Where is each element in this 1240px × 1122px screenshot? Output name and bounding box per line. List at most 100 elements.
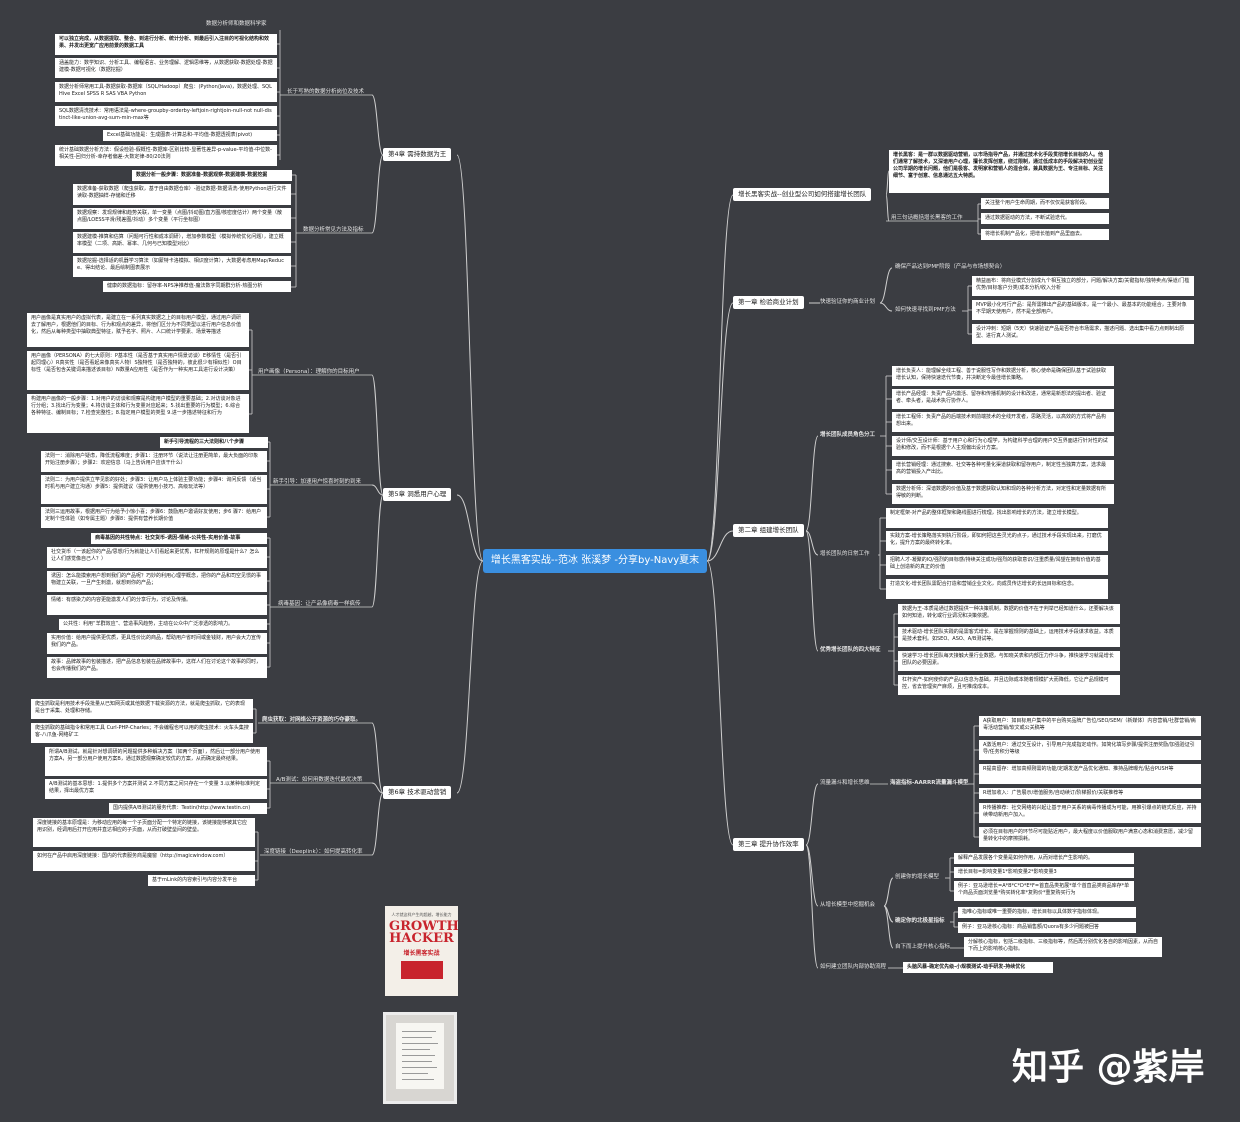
ch2-node-detail[interactable]: 快速学习-增长团队每天接触大量行业数据，与知晓关表和内部压力作斗争，推快速学习就…: [898, 651, 1120, 671]
ch3-node-detail[interactable]: 解释产品发展各个变量是如何作用，从而对增长产生影响的。: [954, 853, 1134, 864]
ch4-node[interactable]: SQL数据清洗技术：常用语法是-where-groupby-orderby-le…: [55, 106, 277, 126]
photo-line: [402, 1037, 432, 1038]
ch4-node[interactable]: Excel基础功能是：生成图表-计算总和-平均值-数据透视表(pivot): [103, 130, 277, 141]
chapter-6-node[interactable]: 第6章 技术驱动营销: [383, 786, 452, 799]
ch3-node-detail[interactable]: A获取用户：如目标用户集中的平台购买品牌广告位/SEO/SEM/（新媒体）内容营…: [979, 716, 1201, 736]
chapter-3-node[interactable]: 第三章 提升协作效率: [733, 838, 804, 851]
root-topic[interactable]: 增长黑客实战--范冰 张溪梦 -分享by-Navy夏末: [483, 549, 707, 573]
ch5-node[interactable]: 构建用户画像的一般步骤：1.对用户的访谈和观察是构建用户模型的重要基础；2.对访…: [27, 394, 249, 433]
chapter-2-node[interactable]: 第二章 组建增长团队: [733, 524, 804, 537]
ch4-node[interactable]: 统计基础数据分析方法：假设检验-假概性-数据库-区别比较-显著性差异-p-val…: [55, 145, 277, 166]
ch5-sub-label: 病毒基因：让产品像病毒一样疯传: [278, 601, 361, 607]
ch3-node-detail[interactable]: 例子：亚马逊增长=A*B*C*D*E*F=首直品类拓展*单个首直品类商品库存*单…: [954, 881, 1134, 901]
ch4-node[interactable]: 可以独立完成，从数据提取、整合、到进行分析、统计分析、到最后引入注目的可视化结构…: [55, 34, 277, 55]
ch1-node-detail[interactable]: 精益画布：将商业模式分割成九个相互独立的部分，问题/解决方案/关键指标/独特卖点…: [972, 276, 1194, 296]
ch2-sub-label: 增长团队成员角色分工: [820, 432, 876, 438]
ch2-node-detail[interactable]: 技术驱动-增长团队实践的是需客式增长，是在掌握规则的基础上，运用技术手段谋求收益…: [898, 627, 1120, 647]
ch2-sub-label: 优秀增长团队的四大特征: [820, 647, 881, 653]
intro-node[interactable]: 增长黑客实战--创业型公司如何搭建增长团队: [733, 188, 872, 201]
ch4-node[interactable]: 数据分析一般步骤：数据准备-数据观察-数据建模-数据挖掘: [132, 170, 292, 181]
ch2-node-detail[interactable]: 增长营销经理：通过搜索、社交等各种可量化渠道获取和留存用户，制定性当独算方案，选…: [892, 460, 1114, 480]
connector-curve: [706, 560, 734, 846]
photo-line: [402, 1031, 436, 1032]
ch3-sub-label: 创建你的增长模型: [895, 874, 940, 880]
ch4-node[interactable]: 数据观察：发现规律和趋势关联，单一变量（点图/抖动图/直方图/核密度估计）两个变…: [73, 208, 291, 229]
ch2-node-detail[interactable]: 招聘人才-凝聚的IQ/强烈的目标感/持续关注成功/强烈的获取意识/注重质量/渴望…: [886, 555, 1108, 575]
ch5-node[interactable]: 公共性：利用“羊群效应”、营造事风趋势，主动在公众中广泛渗透的影响力。: [59, 619, 267, 630]
ch2-node-detail[interactable]: 制定框架-对产品的整体框架和路线图进行梳理，找出影响增长的方法，建立增长模型。: [886, 508, 1108, 528]
ch1-node-detail[interactable]: MVP最小化可行产品：是所需推出产品的基础版本，是一个最小、最基本的功能组合，主…: [972, 300, 1194, 320]
intro-node-detail[interactable]: 增长黑客：是一群以数据驱动营销，以市场指导产品，并通过技术化手段贯彻增长目标的人…: [889, 150, 1109, 193]
ch6-node[interactable]: 深度链接的基本原理是：为移动应用的每一个子页面分配一个特定的链接，该链接能够被其…: [33, 818, 255, 847]
ch3-node-detail[interactable]: 头脑风暴-确定优先级-小规模测试-动手研发-持续优化: [903, 962, 1053, 973]
ch3-node-detail[interactable]: 例子：亚马逊核心指标：商品销售额/Quora有多少问题被回答: [958, 922, 1136, 933]
ch6-node[interactable]: 国内提供A/B测试的服务代表：Testin(http://www.testin.…: [109, 803, 267, 814]
ch3-sub-label: 确定你的北极星指标: [895, 918, 945, 924]
ch5-node[interactable]: 新手引导流程的三大法则和八个步骤: [160, 437, 268, 448]
ch2-node-detail[interactable]: 实践方案-增长策略落实到执行阶段，即如何把这些灵光的点子，通过技术手段实现出来，…: [886, 531, 1108, 551]
ch3-node-detail[interactable]: R传播推荐：社交网络的兴起让基于用户关系的病毒传播成为可能，用推引爆点的链式反应…: [979, 803, 1201, 823]
ch6-node[interactable]: 如何在产品中启用深度链接：国内的代表服务商是魔窗（http://magicwin…: [33, 851, 255, 871]
ch4-node[interactable]: 数据挖掘-选择适的机器学习算法（如蒙特卡洛模拟、相识度计算），大数据考虑用Map…: [73, 256, 291, 277]
ch5-node[interactable]: 用户画像（PERSONA）的七大原则：P基本性（是否基于真实用户情景访谈）E移情…: [27, 351, 249, 390]
book-page-photo: [383, 1012, 457, 1104]
ch2-node-detail[interactable]: 设计师/交互设计师：基于用户心和行为心理学，为构建科学合理的用户交互界面进行针对…: [892, 436, 1114, 456]
chapter-1-node[interactable]: 第一章 检验商业计划: [733, 296, 804, 309]
photo-line: [402, 1067, 437, 1068]
intro-node-detail[interactable]: 关注整个用户生命周期，而不仅仅是获客阶段。: [981, 198, 1109, 209]
ch5-node[interactable]: 实用价值：给用户提供更优质，更具性价比的商品，帮助用户省时间或金钱财，用户会大力…: [47, 633, 267, 654]
connector-curve: [371, 374, 384, 496]
ch4-node[interactable]: 数据建模-推算和估算（问题可行性和成本调研），增加参数模型（模拟传统优化问题），…: [73, 232, 291, 253]
ch3-node-detail[interactable]: 指唯心指标或唯一重要的指标，增长目标以具体数字指标体现。: [958, 907, 1136, 918]
ch5-node[interactable]: 病毒基因的共性特点：社交货币-诱因-情绪-公共性-实用价值-故事: [91, 533, 267, 544]
ch3-node-detail[interactable]: 增长目标=影响变量1*影响变量2*影响变量3: [954, 867, 1134, 878]
chapter-5-node[interactable]: 第5章 洞悉用户心理: [383, 488, 452, 501]
connector-curve: [879, 267, 893, 304]
ch4-node[interactable]: 数据分析师常用工具-数据获取-数据库（SQL/Hadoop）爬虫：(Python…: [55, 82, 277, 102]
connector-curve: [805, 435, 819, 532]
ch2-node-detail[interactable]: 增长工程师：负责产品的后端技术到前端技术的全线开发者，思路灵活，以高效的方式将产…: [892, 412, 1114, 432]
ch3-node-detail[interactable]: 必须在目标用户的环节尽可能贴近用户，最大程度以价值服取用户满意心态和消费意愿，减…: [979, 827, 1201, 847]
ch4-node[interactable]: 数据准备-获取数据（爬虫获取，基于自由数据仓库）-验证数据-数据清洗-使用Pyt…: [73, 184, 291, 205]
ch6-node[interactable]: 爬虫抓取是利用技术手段批量从已知网页或其他数据下载资源的方法，就是爬虫抓取，它的…: [31, 699, 253, 719]
intro-node-detail[interactable]: 通过数据驱动的方法，不断试验迭代。: [981, 213, 1109, 224]
ch5-node[interactable]: 社交货币（一该起你的产品/思想/行为就能让人们看起来更优秀，杠杆规则的原理是什么…: [47, 547, 267, 568]
photo-line: [402, 1049, 430, 1050]
ch5-node[interactable]: 法则二：为用户提供立竿见影的好处；步骤3：让用户马上体验主要功能；步骤4：询问反…: [41, 475, 267, 504]
ch2-node-detail[interactable]: 杠杆资产-如何使你的产品以信息为基础，并且边际成本随着规模扩大而降低，它让产品规…: [898, 675, 1120, 695]
connector-curve: [371, 494, 384, 608]
ch6-node[interactable]: 爬虫抓取的基础指令和常用工具 Curl-PHP-Charles；不会编程也可以用…: [31, 723, 253, 743]
ch2-node-detail[interactable]: 数据分析师：深谙数据的价值及基于数据获取认知和现的各种分析方法，对定性和定量数据…: [892, 484, 1114, 504]
photo-line: [402, 1079, 434, 1080]
ch2-node-detail[interactable]: 增长产品经理：负责产品内激活、留存和传播机制的设计和改进，通常是新想法的提出者、…: [892, 389, 1114, 409]
ch5-node[interactable]: 情绪：有感染力的内容更能激发人们的分享行为，讨论及传播。: [47, 595, 267, 615]
ch5-node[interactable]: 故事：品牌故事的包装描述，把产品信息包装在品牌故事中，这样人们在讨论这个故事的同…: [47, 657, 267, 678]
watermark: 知乎 @紫岸: [1012, 1047, 1205, 1088]
ch3-node-detail[interactable]: 分解核心指标，包括二级指标、三级指标等，然后再分别优化各自的影响因素，从而自下而…: [964, 937, 1162, 957]
ch4-top-label: 数据分析师和数据科学家: [206, 21, 267, 27]
connector-curve: [371, 94, 384, 156]
ch6-node[interactable]: 所谓A/B测试，就是针对想调研的问题提供多种解决方案（如两个页面），然后让一部分…: [45, 747, 267, 776]
ch2-sub-label: 增长团队的日常工作: [820, 551, 870, 557]
photo-page: [396, 1023, 444, 1089]
ch5-node[interactable]: 法则一：消除用户疑虑，降低流程难度；步骤1：注册环节（说法让注册更简单，最大负面…: [41, 451, 267, 472]
ch4-node[interactable]: 健康的数据指标：留存率-NPS净推荐值-魔法数字同期群分析-热图分析: [103, 281, 291, 292]
ch6-node[interactable]: A/B测试的基本思想：1.提供多个方案并测试 2.不同方案之间只存在一个变量 3…: [45, 779, 267, 799]
chapter-4-node[interactable]: 第4章 需持数据为王: [383, 148, 452, 161]
ch6-node[interactable]: 基于mLink的内容索引与内容分发平台: [148, 875, 255, 886]
intro-node-detail[interactable]: 将增长机制产品化，把增长植到产品里面去。: [981, 229, 1109, 240]
ch3-node-detail[interactable]: R增加收入：广告展示/增值服务/自动续订/阶梯报价/关联推荐等: [979, 788, 1201, 799]
ch5-node[interactable]: 用户画像是真实用户的虚拟代表，是建立在一系列真实数据之上的目标用户模型，通过用户…: [27, 313, 249, 347]
ch5-node[interactable]: 诱因：怎么能摸索用户想到我们的产品呢？巧妙的利用心理学概念，把你的产品和司空见惯…: [47, 571, 267, 592]
ch4-node[interactable]: 涵盖能力：数学知识、分析工具、编程语言、业务理解、逻辑思维等，从数据获取-数据处…: [55, 58, 277, 78]
ch1-node-detail[interactable]: 设计冲刺：短期（5天）快速验证产品是否符合市场需求，描述问题、选出集中看力点到制…: [972, 324, 1194, 344]
ch3-node-detail[interactable]: A激活用户：通过交互设计，引导用户完成指定动作。如简化填写步骤/提供注册奖励/加…: [979, 740, 1201, 760]
ch1-sub-label: 如何快速寻找到PMF方法: [895, 307, 956, 313]
ch3-node-detail[interactable]: R提高留存：增加高频刚需的功能/定期发送产品优化通知、推持品牌曝光/贴合PUSH…: [979, 764, 1201, 784]
ch5-node[interactable]: 法则三运用故事，根据用户行为给予小惊小喜；步骤6：鼓励用户邀请好友使用；步6 骤…: [41, 507, 267, 528]
ch2-node-detail[interactable]: 增长负责人：能理解全线工程、善于说服性写作和数据分析，核心使命是确保团队基于试验…: [892, 366, 1114, 386]
ch2-node-detail[interactable]: 数据为王-本质是通过数据提供一种决策机制，数据的价值不在于判举已经知道什么，还要…: [898, 604, 1120, 624]
cover-title: GROWTH HACKER: [389, 919, 458, 946]
ch2-node-detail[interactable]: 打造文化-增长团队需配合打造和营销企业文化，向成员传达增长的长远目标和信念。: [886, 579, 1108, 599]
connector-curve: [885, 194, 890, 222]
